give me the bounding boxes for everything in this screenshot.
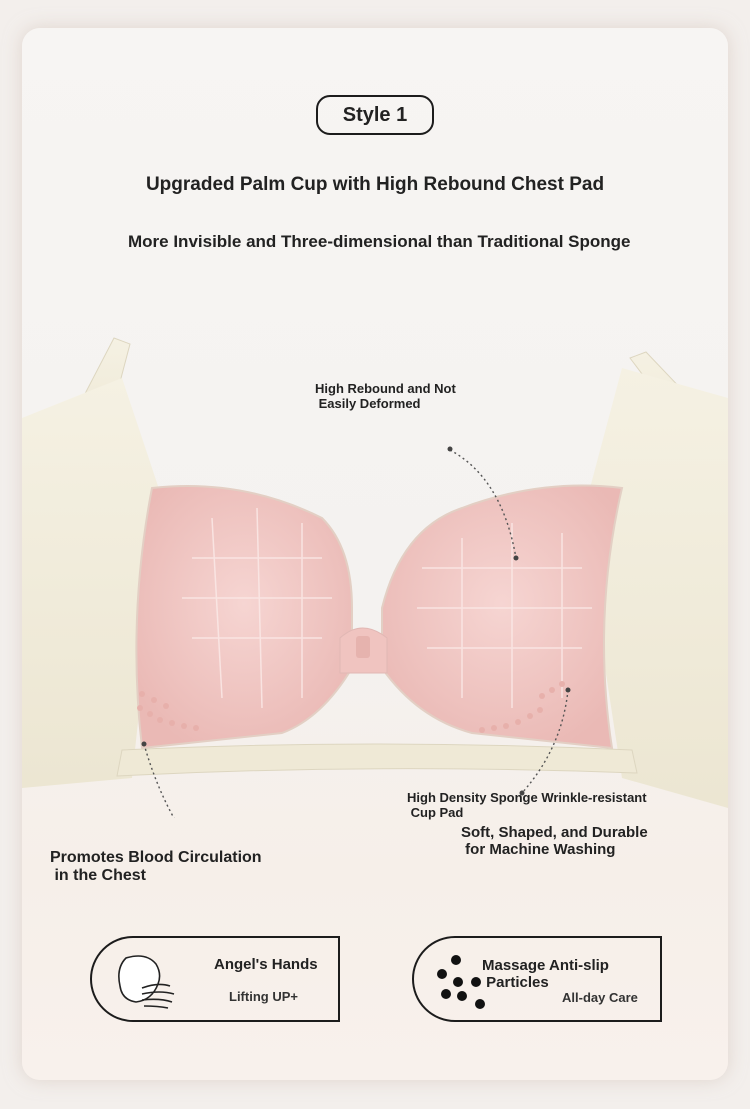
headline: Upgraded Palm Cup with High Rebound Ches…	[145, 174, 605, 195]
feature-subtitle: Lifting UP+	[229, 989, 298, 1004]
feature-title: Massage Anti-slip Particles	[482, 957, 609, 991]
callout-sponge: High Density Sponge Wrinkle-resistant Cu…	[407, 790, 647, 820]
feature-title: Angel's Hands	[214, 956, 318, 973]
subheadline: More Invisible and Three-dimensional tha…	[128, 232, 631, 251]
feature-massage-particles: Massage Anti-slip Particles All-day Care	[412, 936, 662, 1022]
feature-angels-hands: Angel's Hands Lifting UP+	[90, 936, 340, 1022]
bra-illustration	[22, 337, 728, 818]
callout-rebound: High Rebound and Not Easily Deformed	[315, 381, 456, 411]
product-card: Style 1 Upgraded Palm Cup with High Rebo…	[22, 28, 728, 1080]
hand-icon	[118, 955, 175, 1009]
style-tag: Style 1	[316, 95, 434, 135]
style-tag-label: Style 1	[342, 103, 408, 126]
dots-icon	[437, 955, 485, 1009]
callout-blood: Promotes Blood Circulation in the Chest	[50, 849, 262, 885]
feature-subtitle: All-day Care	[562, 990, 638, 1005]
callout-soft: Soft, Shaped, and Durable for Machine Wa…	[461, 824, 648, 859]
